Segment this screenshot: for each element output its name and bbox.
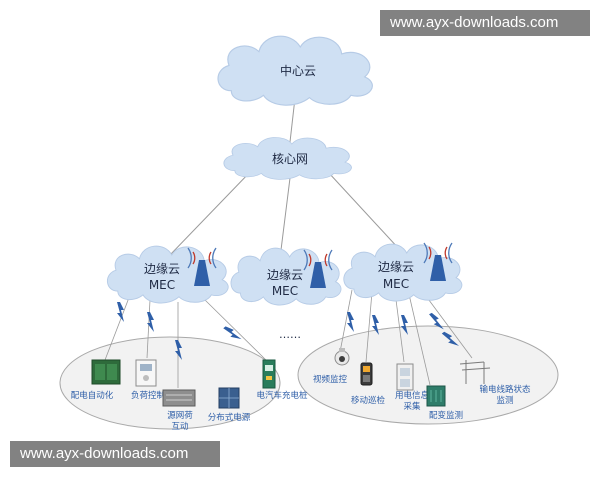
link-core-mid bbox=[279, 177, 291, 259]
handheld-terminal-icon bbox=[360, 362, 373, 386]
label-ev-charger: 电汽车充电桩 bbox=[256, 390, 308, 401]
label-video: 视频监控 bbox=[313, 374, 348, 385]
lightning-bolt-icon bbox=[147, 312, 154, 332]
core-cloud-label: 核心网 bbox=[272, 152, 308, 166]
label-power-info-2: 采集 bbox=[403, 401, 421, 412]
meter-icon bbox=[135, 359, 157, 387]
label-dist-power: 分布式电源 bbox=[208, 412, 251, 423]
watermark-top: www.ayx-downloads.com bbox=[380, 10, 590, 36]
label-load-ctrl: 负荷控制 bbox=[131, 390, 165, 401]
transformer-icon bbox=[426, 385, 446, 407]
edge-cloud-right: 边缘云 MEC bbox=[343, 243, 463, 302]
link-core-left bbox=[169, 169, 253, 256]
edge-cloud-right-title: 边缘云 bbox=[378, 260, 414, 274]
edge-cloud-mid: 边缘云 MEC bbox=[230, 247, 342, 306]
edge-cloud-left-title: 边缘云 bbox=[144, 262, 180, 276]
label-line-monitor-1: 输电线路状态 bbox=[479, 384, 531, 395]
edge-cloud-right-sub: MEC bbox=[383, 277, 409, 291]
rack-device-icon bbox=[162, 389, 196, 407]
label-power-info-1: 用电信息 bbox=[395, 390, 430, 401]
core-cloud: 核心网 bbox=[223, 136, 352, 180]
ev-charger-icon bbox=[262, 359, 276, 389]
solar-panel-icon bbox=[218, 387, 240, 409]
label-dist-auto: 配电自动化 bbox=[71, 390, 114, 401]
label-line-monitor-2: 监测 bbox=[496, 395, 513, 406]
link-core-right bbox=[327, 171, 401, 251]
cabinet-icon bbox=[91, 359, 121, 385]
edge-cloud-left-sub: MEC bbox=[149, 278, 175, 292]
more-ellipsis: …… bbox=[279, 328, 301, 341]
cloud-links bbox=[169, 97, 401, 259]
power-line-icon bbox=[459, 360, 491, 384]
center-cloud: 中心云 bbox=[217, 35, 373, 106]
label-grid-load-1: 源网荷 bbox=[167, 410, 193, 421]
label-grid-load-2: 互动 bbox=[171, 421, 189, 432]
center-cloud-label: 中心云 bbox=[280, 63, 316, 78]
edge-cloud-left: 边缘云 MEC bbox=[106, 245, 229, 304]
lightning-bolt-icon bbox=[347, 312, 354, 332]
meter-box-icon bbox=[396, 363, 414, 391]
label-transformer: 配变监测 bbox=[429, 410, 463, 421]
edge-cloud-mid-title: 边缘云 bbox=[267, 268, 303, 282]
camera-icon bbox=[334, 348, 350, 366]
label-patrol: 移动巡检 bbox=[351, 395, 386, 406]
edge-cloud-mid-sub: MEC bbox=[272, 284, 298, 298]
link-center-core bbox=[289, 97, 296, 143]
watermark-bottom: www.ayx-downloads.com bbox=[10, 441, 220, 467]
